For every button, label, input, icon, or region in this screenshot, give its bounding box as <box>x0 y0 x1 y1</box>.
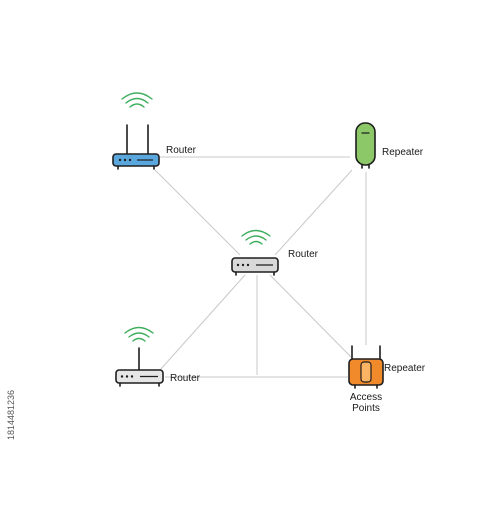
router-icon <box>112 124 160 170</box>
access-points-label-line1: Access <box>350 392 382 403</box>
router-icon <box>115 347 164 387</box>
wifi-icon <box>121 92 153 108</box>
access-point-icon <box>348 345 384 389</box>
router-center-label: Router <box>288 249 319 260</box>
link-router-center-to-router-bottom-left <box>159 274 246 371</box>
link-repeater-to-router-center <box>274 169 353 256</box>
wifi-icon <box>124 326 154 342</box>
repeater-icon <box>355 122 376 169</box>
repeater-top-right-label: Repeater <box>382 147 424 158</box>
repeater-bottom-right-label: Repeater <box>384 363 426 374</box>
side-code-text: 1814481236 <box>6 390 16 440</box>
link-router-top-left-to-router-center <box>154 169 241 256</box>
access-points-label-line2: Points <box>352 403 380 414</box>
link-router-center-to-access-point <box>269 274 353 359</box>
router-bottom-left-label: Router <box>170 373 201 384</box>
wifi-icon <box>241 229 271 245</box>
connection-lines <box>154 156 367 378</box>
router-top-left-label: Router <box>166 145 197 156</box>
repeater-top-right-node: Repeater <box>355 122 424 169</box>
router-bottom-left-node: Router <box>115 326 201 387</box>
router-top-left-node: Router <box>112 92 197 170</box>
router-center-node: Router <box>231 229 319 276</box>
router-icon <box>231 257 279 276</box>
repeater-bottom-right-node: Repeater Access Points <box>348 345 426 414</box>
